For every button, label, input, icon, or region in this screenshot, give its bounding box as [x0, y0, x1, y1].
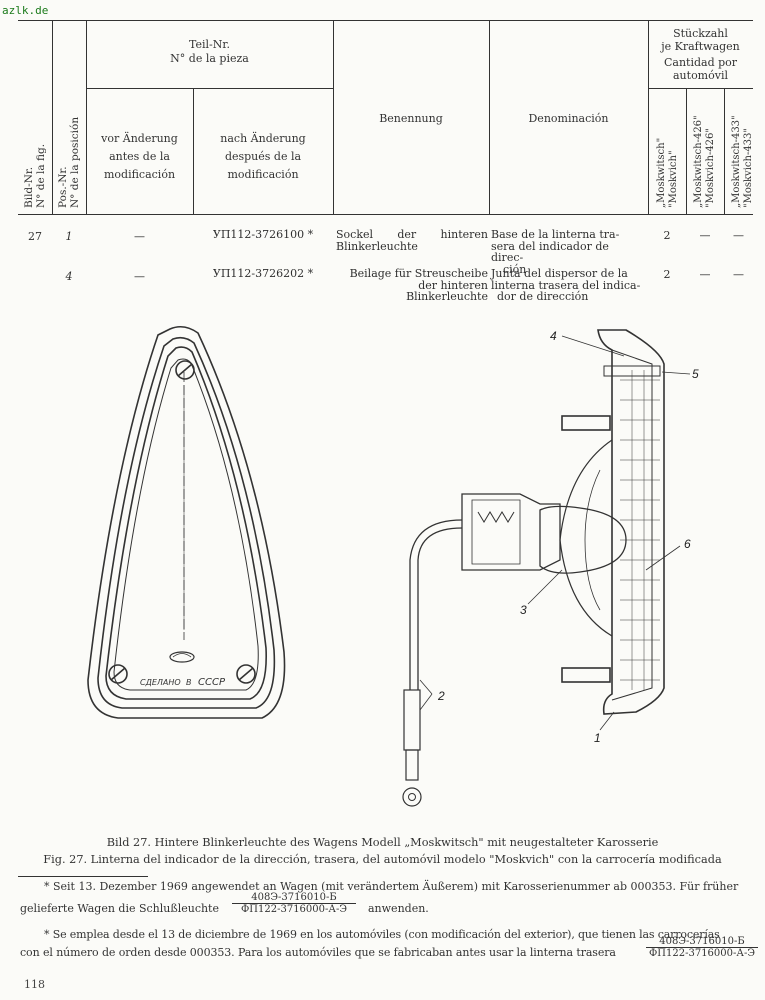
callout-3: 3 [520, 603, 527, 617]
lamp-side-view [402, 329, 691, 807]
plate-text-made: СДЕЛАНО [140, 678, 181, 687]
callout-6: 6 [684, 537, 691, 551]
watermark: azlk.de [2, 4, 49, 17]
plate-text-in: В [186, 678, 192, 687]
callout-4: 4 [550, 329, 557, 343]
footnote-es-line2: con el número de orden desde 000353. Par… [20, 946, 616, 959]
header-part-no: Teil-Nr.N° de la pieza [170, 38, 249, 65]
figure-caption-es: Fig. 27. Linterna del indicador de la di… [43, 853, 722, 866]
callout-2: 2 [437, 689, 445, 703]
callout-5: 5 [692, 367, 699, 381]
plate-text-ussr: СССР [198, 677, 226, 688]
lamp-front-view [87, 325, 286, 719]
callout-1: 1 [594, 731, 601, 745]
footnote-es-fraction: 408Э-3716010-Б ФП122-3716000-А-Э [646, 936, 758, 959]
screw-bottom-left-icon [108, 664, 128, 684]
factory-logo-icon [169, 651, 195, 663]
header-name-es: Denominación [528, 112, 609, 125]
screw-top-icon [175, 360, 195, 380]
footnote-de-line2b: anwenden. [368, 902, 429, 915]
screw-bottom-right-icon [236, 664, 256, 684]
figure-caption-de: Bild 27. Hintere Blinkerleuchte des Wage… [106, 836, 659, 849]
footnote-es-line1: * Se emplea desde el 13 de diciembre de … [44, 928, 720, 941]
page-number: 118 [24, 978, 45, 991]
footnote-de-line2a: gelieferte Wagen die Schlußleuchte [20, 902, 219, 915]
footnote-de-fraction: 408Э-3716010-Б ФП122-3716000-А-Э [232, 892, 356, 915]
footnote-de-line1: * Seit 13. Dezember 1969 angewendet an W… [44, 880, 739, 893]
header-name-de: Benennung [379, 112, 443, 125]
